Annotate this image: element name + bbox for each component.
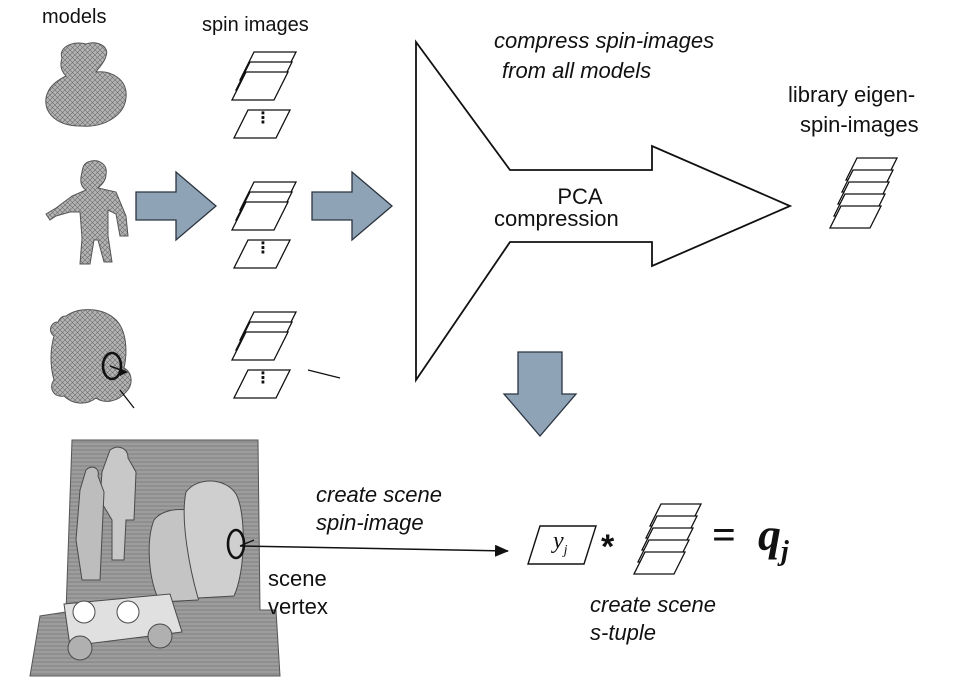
spin-image-ellipsis-1: ⋮ bbox=[255, 110, 271, 127]
q-symbol: qj bbox=[758, 509, 789, 568]
scene-vertex-label-line2: vertex bbox=[268, 594, 328, 619]
compress-caption-line2: from all models bbox=[502, 58, 652, 83]
eigen-spin-image-stack-small bbox=[633, 503, 702, 575]
compression-label: compression bbox=[494, 206, 619, 231]
spin-image-ellipsis-3: ⋮ bbox=[255, 370, 271, 387]
spin-image-ellipsis-2: ⋮ bbox=[255, 240, 271, 257]
human-figure-model-image bbox=[45, 160, 129, 265]
duck-model-image bbox=[45, 42, 127, 127]
spin-images-label: spin images bbox=[202, 14, 309, 36]
create-s-tuple-label-line1: create scene bbox=[590, 592, 716, 617]
block-arrow-right-2 bbox=[311, 170, 394, 242]
equals-symbol: = bbox=[712, 513, 736, 559]
create-scene-spin-image-arrow bbox=[239, 544, 509, 557]
create-scene-spin-image-label-line2: spin-image bbox=[316, 510, 424, 535]
create-scene-spin-image-label-line1: create scene bbox=[316, 482, 442, 507]
library-label-line1: library eigen- bbox=[788, 82, 916, 107]
s-tuple-box bbox=[527, 525, 597, 565]
compress-caption-line1: compress spin-images bbox=[494, 28, 715, 53]
y-symbol: yj bbox=[553, 528, 568, 558]
library-label-line2: spin-images bbox=[800, 112, 919, 137]
potato-head-model-image bbox=[50, 309, 135, 409]
create-s-tuple-label-line2: s-tuple bbox=[590, 620, 657, 645]
pca-label: PCA bbox=[557, 184, 603, 209]
models-label: models bbox=[42, 6, 107, 28]
connector-line bbox=[307, 369, 341, 379]
scene-range-image bbox=[29, 439, 281, 677]
block-arrow-down bbox=[502, 351, 578, 437]
multiply-symbol: * bbox=[601, 528, 615, 566]
library-eigen-spin-image-stack bbox=[829, 157, 898, 229]
pca-compression-funnel-arrow bbox=[415, 39, 793, 383]
block-arrow-right-1 bbox=[135, 170, 218, 242]
scene-vertex-label-line1: scene bbox=[268, 566, 327, 591]
